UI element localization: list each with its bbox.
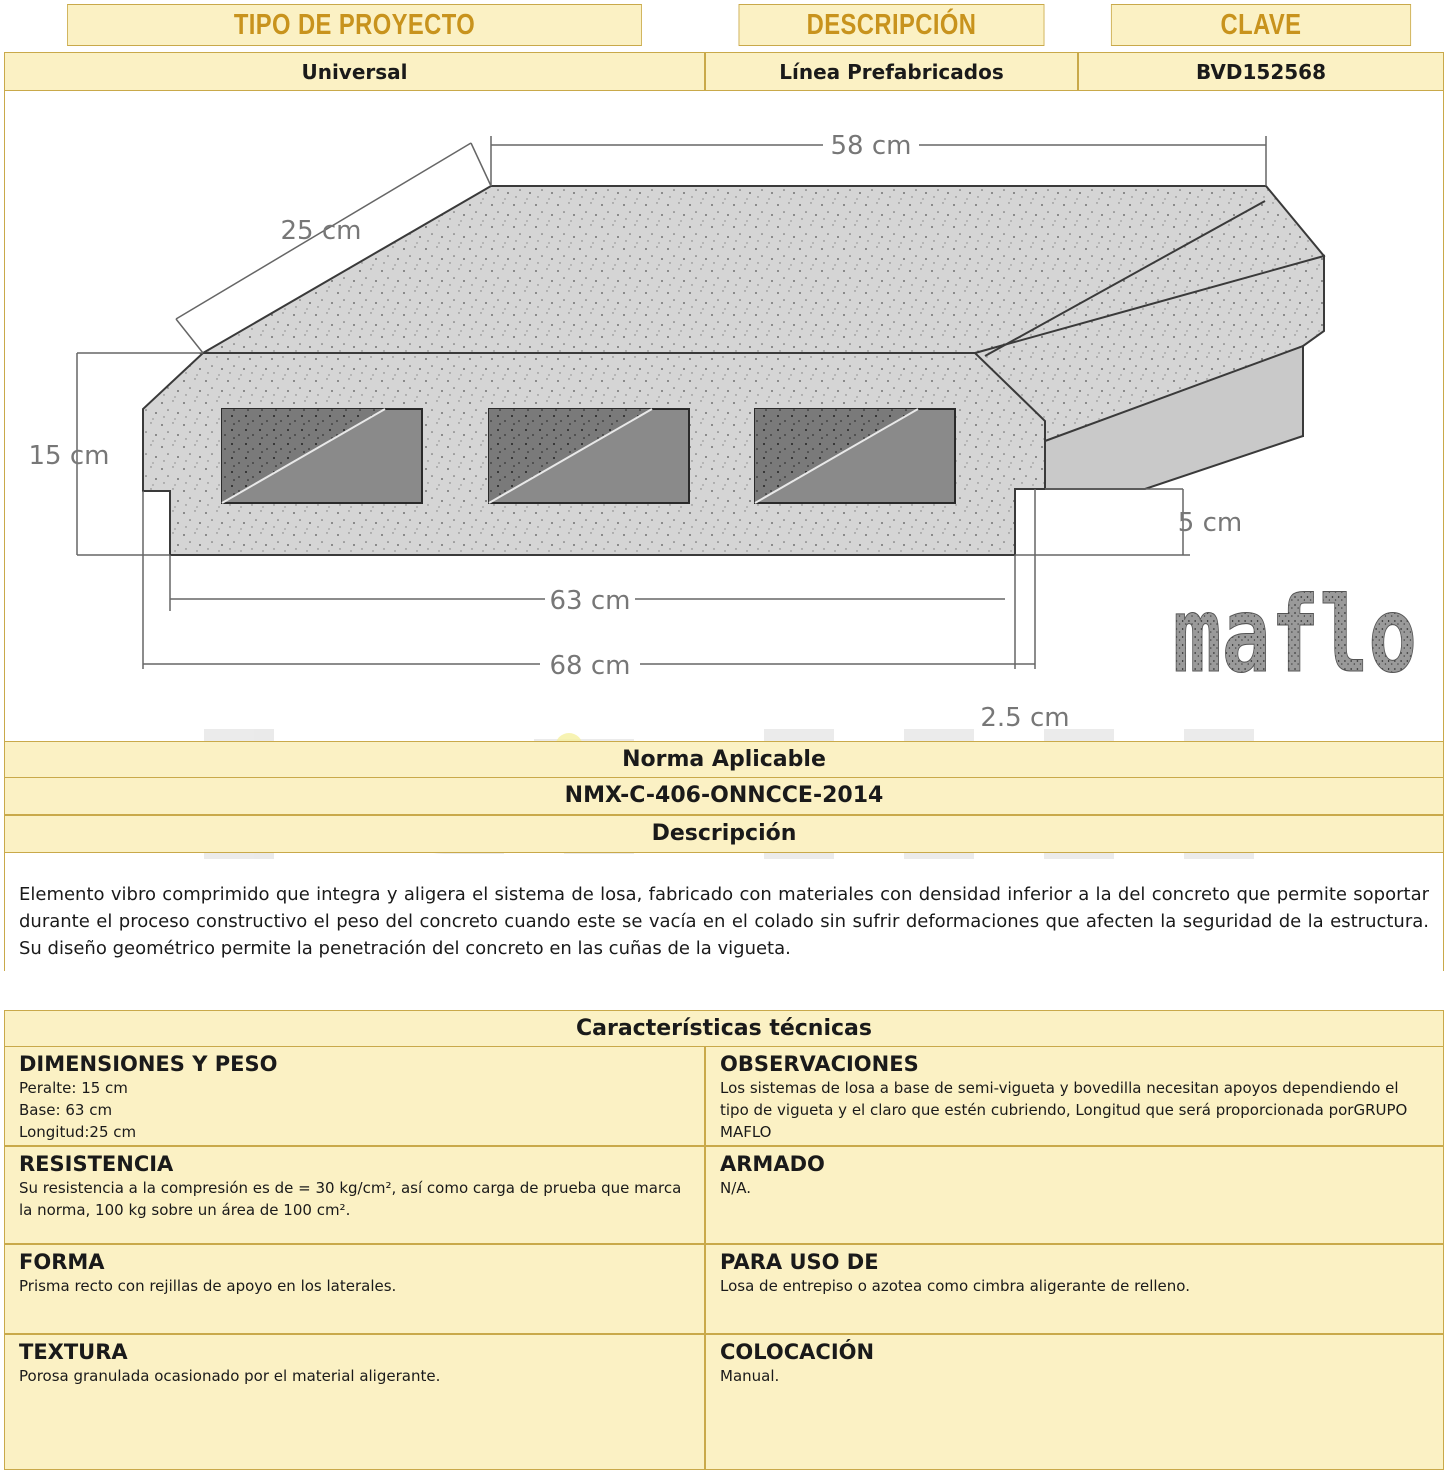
dim-total-label: 68 cm bbox=[550, 651, 631, 681]
spec-armado-text: N/A. bbox=[720, 1179, 752, 1197]
spec-observaciones: OBSERVACIONES Los sistemas de losa a bas… bbox=[705, 1046, 1444, 1146]
values-row: Universal Línea Prefabricados BVD152568 bbox=[4, 52, 1444, 91]
header-descripcion-label: DESCRIPCIÓN bbox=[806, 8, 977, 41]
value-clave: BVD152568 bbox=[1078, 52, 1444, 91]
header-clave-label: CLAVE bbox=[1220, 8, 1302, 41]
dim-depth-label: 25 cm bbox=[281, 216, 362, 246]
spec-dimensiones: DIMENSIONES Y PESO Peralte: 15 cm Base: … bbox=[4, 1046, 705, 1163]
spec-colocacion: COLOCACIÓN Manual. bbox=[705, 1334, 1444, 1470]
spec-uso-title: PARA USO DE bbox=[720, 1250, 879, 1274]
dim-lip-label: 5 cm bbox=[1178, 508, 1242, 538]
header-clave: CLAVE bbox=[1110, 4, 1412, 46]
dim-top-label: 58 cm bbox=[831, 131, 912, 161]
spec-resistencia: RESISTENCIA Su resistencia a la compresi… bbox=[4, 1146, 705, 1244]
datasheet: TIPO DE PROYECTO DESCRIPCIÓN CLAVE Unive… bbox=[4, 4, 1444, 1470]
spec-observaciones-text: Los sistemas de losa a base de semi-vigu… bbox=[720, 1079, 1408, 1141]
dim-height-label: 15 cm bbox=[29, 441, 110, 471]
dim-offset-label: 2.5 cm bbox=[980, 703, 1069, 733]
descripcion-title: Descripción bbox=[4, 815, 1444, 853]
spec-uso-text: Losa de entrepiso o azotea como cimbra a… bbox=[720, 1277, 1190, 1295]
spec-forma-text: Prisma recto con rejillas de apoyo en lo… bbox=[19, 1277, 397, 1295]
spec-row-3: FORMA Prisma recto con rejillas de apoyo… bbox=[4, 1244, 1444, 1334]
spec-row-2: RESISTENCIA Su resistencia a la compresi… bbox=[4, 1146, 1444, 1244]
value-tipo: Universal bbox=[4, 52, 705, 91]
header-descripcion: DESCRIPCIÓN bbox=[738, 4, 1045, 46]
bovedilla-diagram: 58 cm 25 cm 15 cm 63 cm 68 cm 5 cm 2.5 c… bbox=[29, 129, 1418, 733]
spec-row-4: TEXTURA Porosa granulada ocasionado por … bbox=[4, 1334, 1444, 1470]
descripcion-text: Elemento vibro comprimido que integra y … bbox=[4, 851, 1444, 971]
spec-armado: ARMADO N/A. bbox=[705, 1146, 1444, 1244]
dimension-labels: 58 cm 25 cm 15 cm 63 cm 68 cm 5 cm 2.5 c… bbox=[29, 129, 1242, 733]
block-holes bbox=[221, 408, 956, 504]
caracteristicas-title: Características técnicas bbox=[4, 1010, 1444, 1048]
spec-colocacion-title: COLOCACIÓN bbox=[720, 1340, 875, 1364]
spec-uso: PARA USO DE Losa de entrepiso o azotea c… bbox=[705, 1244, 1444, 1334]
header-tipo-label: TIPO DE PROYECTO bbox=[233, 8, 476, 41]
spec-textura: TEXTURA Porosa granulada ocasionado por … bbox=[4, 1334, 705, 1470]
spec-resistencia-text: Su resistencia a la compresión es de = 3… bbox=[19, 1179, 682, 1219]
spec-row-1: DIMENSIONES Y PESO Peralte: 15 cm Base: … bbox=[4, 1046, 1444, 1163]
spec-forma: FORMA Prisma recto con rejillas de apoyo… bbox=[4, 1244, 705, 1334]
value-descripcion: Línea Prefabricados bbox=[705, 52, 1078, 91]
spec-armado-title: ARMADO bbox=[720, 1152, 825, 1176]
spec-observaciones-title: OBSERVACIONES bbox=[720, 1052, 919, 1076]
header-tipo: TIPO DE PROYECTO bbox=[67, 4, 642, 46]
norma-value: NMX-C-406-ONNCCE-2014 bbox=[4, 777, 1444, 815]
header-row: TIPO DE PROYECTO DESCRIPCIÓN CLAVE bbox=[4, 4, 1444, 46]
norma-title: Norma Aplicable bbox=[4, 741, 1444, 779]
spec-dimensiones-title: DIMENSIONES Y PESO bbox=[19, 1052, 278, 1076]
spec-forma-title: FORMA bbox=[19, 1250, 105, 1274]
maflo-logo: maflo bbox=[1173, 574, 1417, 696]
spec-colocacion-text: Manual. bbox=[720, 1367, 780, 1385]
spec-textura-title: TEXTURA bbox=[19, 1340, 128, 1364]
spec-textura-text: Porosa granulada ocasionado por el mater… bbox=[19, 1367, 441, 1385]
product-drawing: 58 cm 25 cm 15 cm 63 cm 68 cm 5 cm 2.5 c… bbox=[4, 91, 1444, 741]
dim-base-label: 63 cm bbox=[550, 586, 631, 616]
spec-resistencia-title: RESISTENCIA bbox=[19, 1152, 174, 1176]
